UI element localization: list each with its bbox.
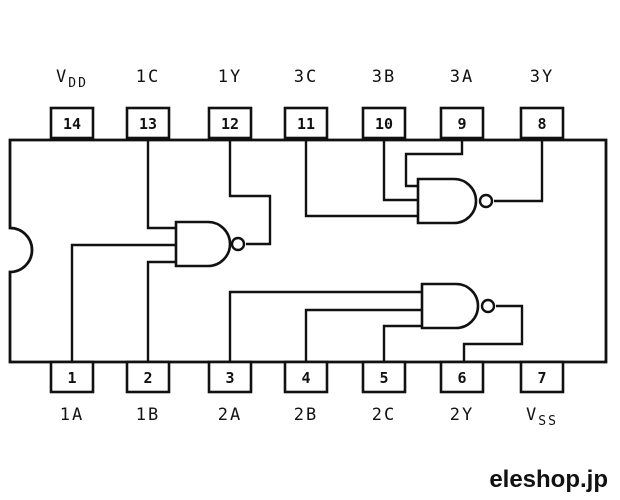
pin-number: 8 [537,115,546,133]
top-pin-10: 10 3B [361,67,407,140]
pin-label-main: 2C [372,405,396,425]
pin-box [125,106,171,140]
pin-number: 9 [457,115,466,133]
wire-gate1-pin12 [228,140,272,246]
pin-number: 2 [143,369,152,387]
pin-label: 3B [372,67,396,87]
pin-label: 1B [136,405,160,425]
pin-label-main: 3A [450,67,474,87]
pin-label-main: 2Y [450,405,474,425]
pin-box [125,360,171,394]
pin-number: 11 [297,115,315,133]
pin-label: VSS [526,405,558,429]
pin-number: 6 [457,369,466,387]
pin-label-subscript: DD [68,76,88,91]
pin-number: 10 [375,115,393,133]
bottom-pin-3: 3 2A [207,360,253,425]
pin-label-main: 3B [372,67,396,87]
watermark-text: eleshop.jp [489,466,608,493]
bottom-pin-5: 5 2C [361,360,407,425]
pin-number: 1 [67,369,76,387]
pin-box [207,106,253,140]
bottom-pin-6: 6 2Y [439,360,485,425]
ic-package-outline [8,138,608,364]
wire-pin5-gate2 [382,324,424,362]
internal-wiring [70,140,544,362]
pin-box [439,106,485,140]
top-pin-14: 14 VDD [49,67,95,140]
pin-number: 4 [301,369,310,387]
pin-box [283,106,329,140]
wire-pin4-gate2 [304,308,424,362]
pin-label-main: 1C [136,67,160,87]
pin-label: 1Y [218,67,242,87]
pin-label-main: 3C [294,67,318,87]
pin-label-main: 2A [218,405,242,425]
pin-label: 2A [218,405,242,425]
pin-label-main: V [526,405,538,425]
pin-label: VDD [56,67,88,91]
bottom-pin-1: 1 1A [49,360,95,425]
wire-pin13-gate1 [146,140,178,230]
pin-box [519,360,565,394]
pin-label: 1A [60,405,84,425]
nand-gate-2 [420,282,496,330]
pin-box [49,360,95,394]
pin-number: 13 [139,115,157,133]
pin-box [519,106,565,140]
top-pin-9: 9 3A [439,67,485,140]
pin-label-main: 3Y [530,67,554,87]
pin-label-main: 1A [60,405,84,425]
wire-gate3-pin8 [494,140,544,203]
top-pin-11: 11 3C [283,67,329,140]
nand-gate-1 [174,220,246,268]
wire-gate2-pin6 [462,304,524,362]
wire-pin2-gate1 [146,260,178,362]
nand-gate-3 [416,177,494,225]
pin-box [361,106,407,140]
pin-label-subscript: SS [538,414,558,429]
pin-box [361,360,407,394]
pin-label: 2C [372,405,396,425]
bottom-pin-4: 4 2B [283,360,329,425]
pin-label-main: 2B [294,405,318,425]
wire-pin3-gate2 [228,290,424,362]
pin-number: 5 [379,369,388,387]
pin-box [283,360,329,394]
pin-label-main: V [56,67,68,87]
pin-label-main: 1B [136,405,160,425]
pin-label: 2B [294,405,318,425]
pin-label: 3Y [530,67,554,87]
pin-label: 3A [450,67,474,87]
wire-pin9-gate3 [404,140,464,188]
pin-label: 2Y [450,405,474,425]
top-pin-12: 12 1Y [207,67,253,140]
pin-box [439,360,485,394]
top-pin-row: 14 VDD 13 1C 12 1Y 11 3C 10 3B 9 3A 8 3Y [49,67,565,140]
wire-pin11-gate3 [304,140,420,218]
bottom-pin-2: 2 1B [125,360,171,425]
pin-box [207,360,253,394]
wire-pin10-gate3 [382,140,420,202]
top-pin-8: 8 3Y [519,67,565,140]
pin-box [49,106,95,140]
pin-label: 1C [136,67,160,87]
pin-label-main: 1Y [218,67,242,87]
pin-number: 3 [225,369,234,387]
pin-number: 7 [537,369,546,387]
pin-label: 3C [294,67,318,87]
pin-number: 14 [63,115,81,133]
pin-number: 12 [221,115,239,133]
wire-pin1-gate1 [70,243,178,362]
top-pin-13: 13 1C [125,67,171,140]
